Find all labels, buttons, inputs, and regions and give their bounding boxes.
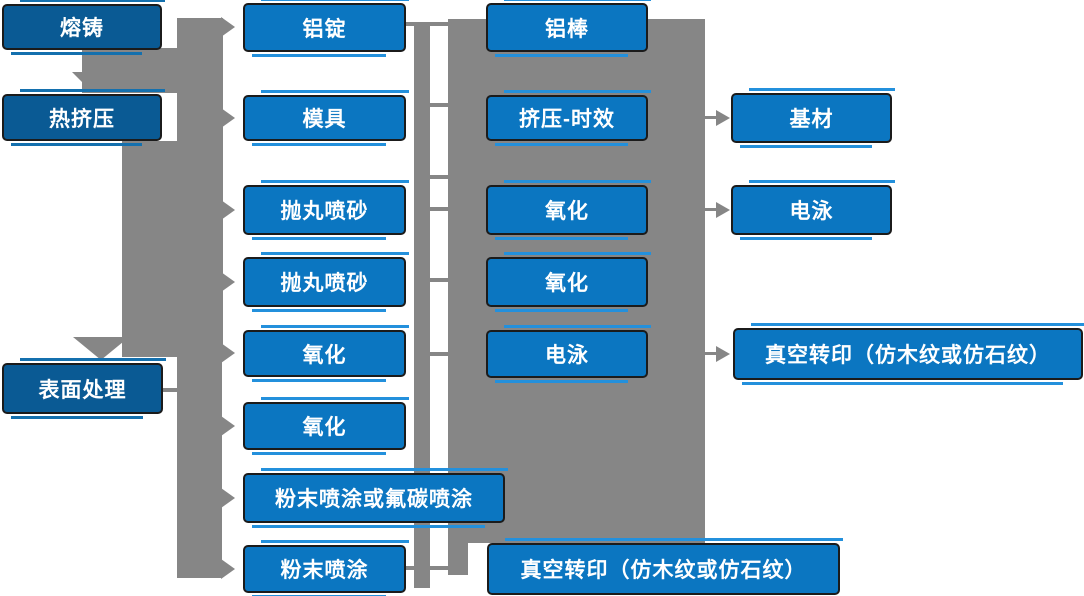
right-arrow-icon: [716, 346, 730, 362]
node-aluminum-ingot: 铝锭: [243, 0, 409, 57]
node-powder-or-fluorocarbon-coating: 粉末喷涂或氟碳喷涂: [243, 468, 508, 528]
connector-arrow-stem: [705, 352, 717, 355]
right-arrow-icon: [221, 108, 235, 128]
connector-rail-stub: [430, 278, 448, 282]
node-base-material: 基材: [731, 88, 895, 148]
node-label: 粉末喷涂或氟碳喷涂: [275, 488, 473, 511]
right-arrow-icon: [221, 559, 235, 579]
node-aluminum-rod: 铝棒: [486, 0, 651, 57]
connector-rail-stub: [430, 352, 448, 356]
node-oxidation-4: 氧化: [486, 252, 651, 312]
connector-arrow-stem: [705, 208, 717, 211]
connector-bottom-stub: [405, 566, 468, 570]
node-mold: 模具: [243, 90, 409, 146]
connector-col3-block-tail: [448, 543, 468, 575]
connector-arrow-stem: [705, 116, 717, 119]
node-label: 氧化: [545, 272, 589, 295]
right-arrow-icon: [716, 110, 730, 126]
node-label: 热挤压: [49, 107, 115, 131]
right-arrow-icon: [221, 343, 235, 363]
node-label: 抛丸喷砂: [280, 200, 369, 223]
right-arrow-icon: [221, 272, 235, 292]
node-melting-casting: 熔铸: [2, 0, 165, 55]
node-label: 真空转印（仿木纹或仿石纹）: [765, 344, 1051, 367]
node-label: 挤压-时效: [519, 108, 615, 131]
node-label: 熔铸: [60, 17, 104, 40]
node-label: 基材: [789, 108, 834, 131]
node-vacuum-transfer-print-2: 真空转印（仿木纹或仿石纹）: [733, 323, 1084, 385]
node-surface-treatment: 表面处理: [2, 358, 166, 419]
node-oxidation-2: 氧化: [243, 397, 409, 455]
right-arrow-icon: [221, 488, 235, 508]
node-shot-blasting-2: 抛丸喷砂: [243, 252, 409, 312]
node-label: 氧化: [545, 200, 589, 223]
node-shot-blasting-1: 抛丸喷砂: [243, 180, 409, 240]
node-oxidation-1: 氧化: [243, 325, 409, 382]
node-label: 氧化: [302, 416, 347, 439]
node-electrophoresis-1: 电泳: [486, 325, 651, 383]
connector-rail-stub: [430, 207, 448, 211]
node-label: 电泳: [545, 344, 589, 367]
node-electrophoresis-2: 电泳: [731, 180, 895, 240]
connector-rail-stub: [430, 175, 448, 179]
node-label: 电泳: [789, 200, 834, 223]
node-oxidation-3: 氧化: [486, 180, 651, 240]
right-arrow-icon: [221, 416, 235, 436]
node-label: 铝锭: [302, 17, 347, 41]
down-arrow-icon: [73, 337, 129, 360]
node-label: 抛丸喷砂: [280, 272, 369, 295]
connector-left-trunk-lower: [177, 357, 222, 578]
connector-mid-block: [122, 141, 223, 357]
connector-mid-rail: [414, 22, 430, 588]
node-vacuum-transfer-print-1: 真空转印（仿木纹或仿石纹）: [487, 538, 843, 595]
connector-surface-stub: [163, 388, 178, 392]
node-extrusion-aging: 挤压-时效: [486, 90, 651, 146]
right-arrow-icon: [221, 17, 235, 37]
right-arrow-icon: [221, 200, 235, 220]
down-arrow-icon: [72, 72, 108, 90]
connector-rail-stub: [430, 103, 448, 107]
connector-left-trunk-upper: [177, 18, 223, 141]
node-powder-coating: 粉末喷涂: [243, 540, 409, 596]
node-label: 模具: [302, 108, 347, 131]
node-label: 氧化: [302, 343, 347, 367]
right-arrow-icon: [716, 202, 730, 218]
node-hot-extrusion: 热挤压: [2, 89, 165, 146]
node-label: 铝棒: [545, 17, 589, 41]
node-label: 真空转印（仿木纹或仿石纹）: [520, 559, 807, 582]
node-label: 表面处理: [38, 378, 127, 402]
node-label: 粉末喷涂: [280, 559, 369, 582]
